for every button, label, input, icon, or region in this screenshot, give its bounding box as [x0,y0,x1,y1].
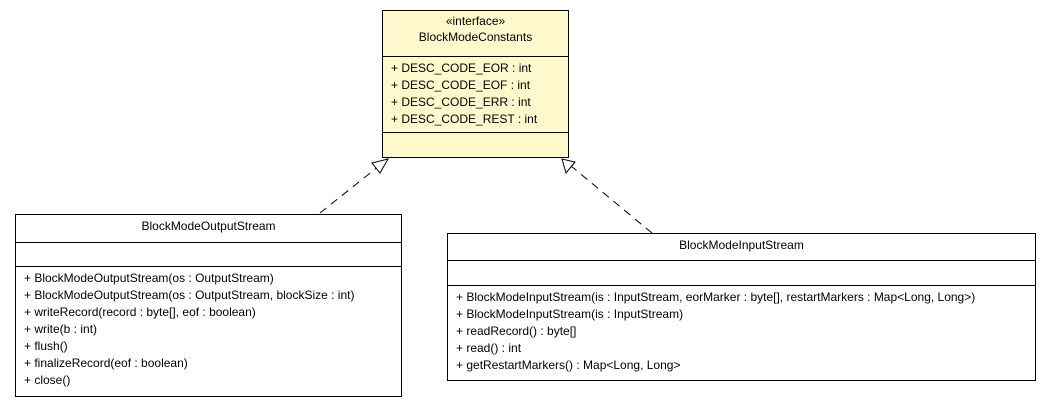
output-stream-class-name: BlockModeOutputStream [141,219,276,233]
realization-line-output-stream [319,165,380,214]
output-stream-operation: + write(b : int) [24,322,98,336]
interface-attribute: + DESC_CODE_EOR : int [391,61,532,75]
interface-operations-compartment [383,133,568,157]
output-stream-operation: + BlockModeOutputStream(os : OutputStrea… [24,288,355,302]
output-stream-attributes-compartment [16,243,401,267]
output-stream-name-compartment: BlockModeOutputStream [16,215,401,243]
interface-attribute: + DESC_CODE_REST : int [391,112,538,126]
output-stream-operation: + flush() [24,339,68,353]
realization-line-input-stream [570,165,653,234]
input-stream-attributes-compartment [448,261,1035,286]
input-stream-operation: + readRecord() : byte[] [456,324,577,338]
input-stream-operation: + BlockModeInputStream(is : InputStream) [456,307,684,321]
interface-stereotype: «interface» [445,14,506,28]
input-stream-operation: + getRestartMarkers() : Map<Long, Long> [456,358,681,372]
output-stream-operation: + close() [24,373,71,387]
realization-arrowhead-input-stream [561,158,576,175]
interface-attribute: + DESC_CODE_EOF : int [391,78,531,92]
output-stream-operation: + finalizeRecord(eof : boolean) [24,356,188,370]
input-stream-name-compartment: BlockModeInputStream [448,234,1035,261]
input-stream-operations-compartment: + BlockModeInputStream(is : InputStream,… [448,286,1035,380]
output-stream-operation: + writeRecord(record : byte[], eof : boo… [24,305,256,319]
interface-block-mode-constants[interactable]: «interface» BlockModeConstants + DESC_CO… [382,10,569,158]
interface-attributes-compartment: + DESC_CODE_EOR : int + DESC_CODE_EOF : … [383,57,568,133]
output-stream-operation: + BlockModeOutputStream(os : OutputStrea… [24,271,274,285]
interface-name-compartment: «interface» BlockModeConstants [383,11,568,57]
interface-name: BlockModeConstants [418,30,533,44]
interface-attribute: + DESC_CODE_ERR : int [391,95,531,109]
input-stream-operation: + BlockModeInputStream(is : InputStream,… [456,290,976,304]
input-stream-operation: + read() : int [456,341,522,355]
class-block-mode-output-stream[interactable]: BlockModeOutputStream + BlockModeOutputS… [15,214,402,397]
class-block-mode-input-stream[interactable]: BlockModeInputStream + BlockModeInputStr… [447,233,1036,381]
realization-arrowhead-output-stream [371,158,390,174]
output-stream-operations-compartment: + BlockModeOutputStream(os : OutputStrea… [16,267,401,396]
input-stream-class-name: BlockModeInputStream [679,238,804,252]
